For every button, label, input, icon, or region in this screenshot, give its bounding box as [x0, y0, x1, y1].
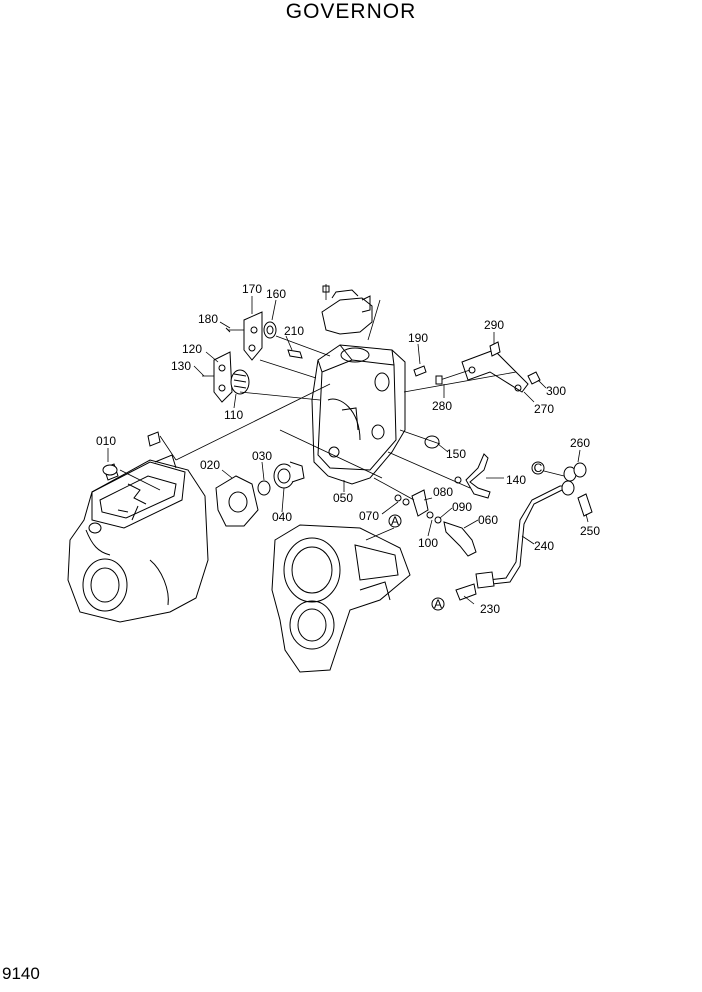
governor-housing — [311, 344, 406, 485]
callout-030[interactable]: 030 — [252, 449, 272, 463]
callout-170[interactable]: 170 — [242, 282, 262, 296]
callout-190[interactable]: 190 — [408, 331, 428, 345]
page-title: GOVERNOR — [285, 0, 417, 23]
callout-130[interactable]: 130 — [171, 359, 191, 373]
timing-housing — [271, 524, 411, 673]
reference-marker-a2: A — [431, 597, 445, 611]
reference-marker-a1: A — [388, 514, 402, 528]
callout-080[interactable]: 080 — [433, 485, 453, 499]
governor-levers — [202, 311, 303, 403]
callout-070[interactable]: 070 — [359, 509, 379, 523]
engine-block — [67, 454, 209, 623]
assembly-lines — [119, 299, 565, 541]
callout-290[interactable]: 290 — [484, 318, 504, 332]
governor-weights — [102, 431, 305, 527]
reference-marker-c1: C — [531, 461, 545, 475]
callout-060[interactable]: 060 — [478, 513, 498, 527]
svg-text:A: A — [434, 597, 442, 611]
callout-260[interactable]: 260 — [570, 436, 590, 450]
callout-040[interactable]: 040 — [272, 510, 292, 524]
callout-100[interactable]: 100 — [418, 536, 438, 550]
callout-050[interactable]: 050 — [333, 491, 353, 505]
callout-210[interactable]: 210 — [284, 324, 304, 338]
page-number: 9140 — [2, 964, 40, 983]
svg-text:A: A — [391, 514, 399, 528]
callout-150[interactable]: 150 — [446, 447, 466, 461]
callout-010[interactable]: 010 — [96, 434, 116, 448]
callout-230[interactable]: 230 — [480, 602, 500, 616]
bracket-parts — [413, 341, 541, 393]
callout-300[interactable]: 300 — [546, 384, 566, 398]
callout-270[interactable]: 270 — [534, 402, 554, 416]
callout-020[interactable]: 020 — [200, 458, 220, 472]
callout-240[interactable]: 240 — [534, 539, 554, 553]
callout-140[interactable]: 140 — [506, 473, 526, 487]
callout-090[interactable]: 090 — [452, 500, 472, 514]
callout-180[interactable]: 180 — [198, 312, 218, 326]
control-shaft — [394, 435, 491, 557]
leader-lines — [107, 296, 589, 605]
callout-120[interactable]: 120 — [182, 342, 202, 356]
svg-text:C: C — [534, 461, 543, 475]
callout-160[interactable]: 160 — [266, 287, 286, 301]
callout-250[interactable]: 250 — [580, 524, 600, 538]
stop-solenoid — [321, 284, 373, 335]
callout-labels: 010 020 030 040 050 060 070 080 090 100 … — [96, 282, 600, 616]
fuel-pipe — [455, 462, 593, 601]
callout-110[interactable]: 110 — [224, 408, 243, 422]
callout-280[interactable]: 280 — [432, 399, 452, 413]
